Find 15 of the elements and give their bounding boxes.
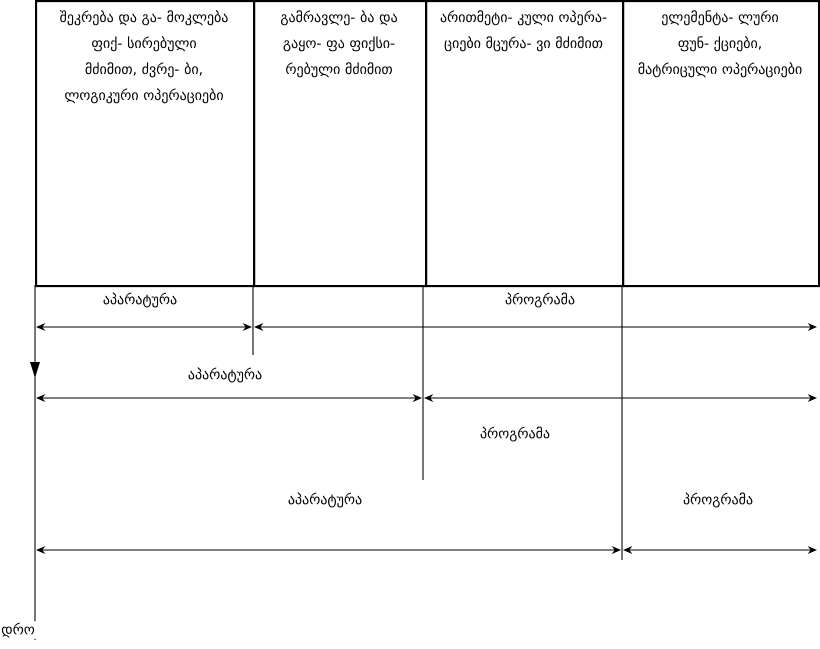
dimension-label: პროგრამა [504,291,576,309]
dimension-label: დრო [0,621,36,639]
dimension-label: პროგრამა [478,425,552,443]
dimension-label: აპარატურა [102,291,178,309]
table-cell [253,0,428,288]
table-cell [425,0,624,288]
cell-text: გამრავლე- ბა და გაყო- ფა ფიქსი- რებული მძიმით [280,10,397,78]
table-cell [622,0,820,288]
dimension-label: აპარატურა [186,366,264,384]
dimension-label: აპარატურა [286,491,364,509]
dimension-label: პროგრამა [682,491,754,509]
table-cell [35,0,256,288]
cell-text: ელემენტა- ლური ფუნ- ქციები, მატრიცული ოპერაციები [638,10,802,78]
cell-text: არითმეტი- კული ოპერა- ციები მცურა- ვი მძიმით [440,10,606,52]
cell-text: შეკრება და გა- მოკლება ფიქ- სირებული მძიმით, ძვრე- ბი, ლოგიკური ოპერაციები [60,10,228,104]
